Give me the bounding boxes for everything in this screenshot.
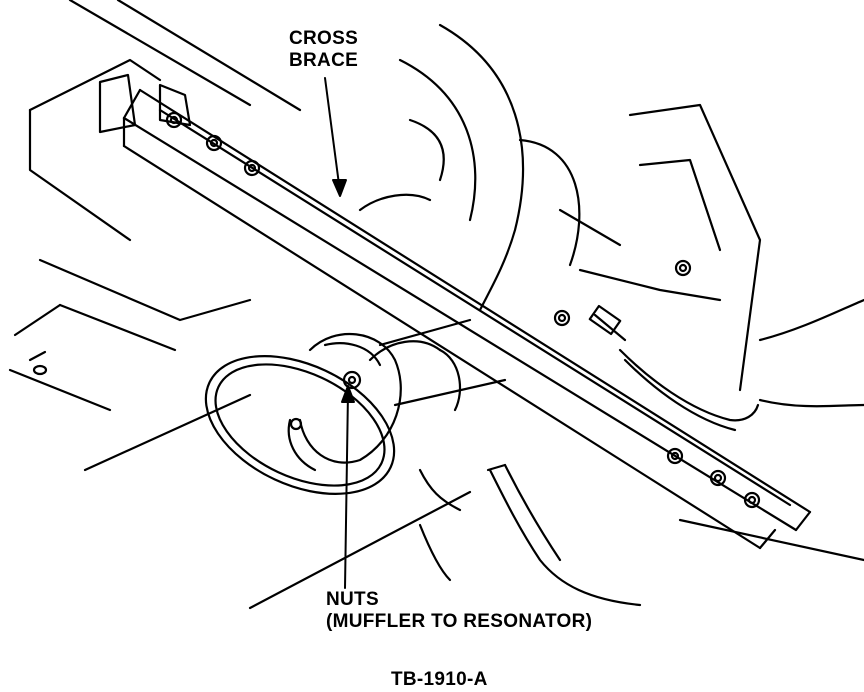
leader-lines [324,77,355,589]
muffler-resonator-joint [204,318,507,512]
nuts-label-line1: NUTS [326,589,379,610]
lower-body-panel [248,463,864,610]
frame-rail-bracket [558,103,864,408]
cross-brace-label-line1: CROSS [289,28,359,49]
floor-pan [8,0,302,472]
nuts-leader [344,391,349,589]
cross-brace-label-line2: BRACE [289,50,359,71]
cross-brace-label: CROSS BRACE [289,28,358,72]
cross-brace-arrowhead [332,179,347,197]
figure-id-label: TB-1910-A [391,669,488,690]
cross-brace-leader [324,77,341,193]
exhaust-pipe [358,23,581,312]
cross-brace [122,88,812,550]
nuts-label: NUTS (MUFFLER TO RESONATOR) [326,589,592,633]
nuts-label-line2: (MUFFLER TO RESONATOR) [326,611,593,632]
wiring-harness [588,304,760,432]
nuts-arrowhead [341,385,355,403]
